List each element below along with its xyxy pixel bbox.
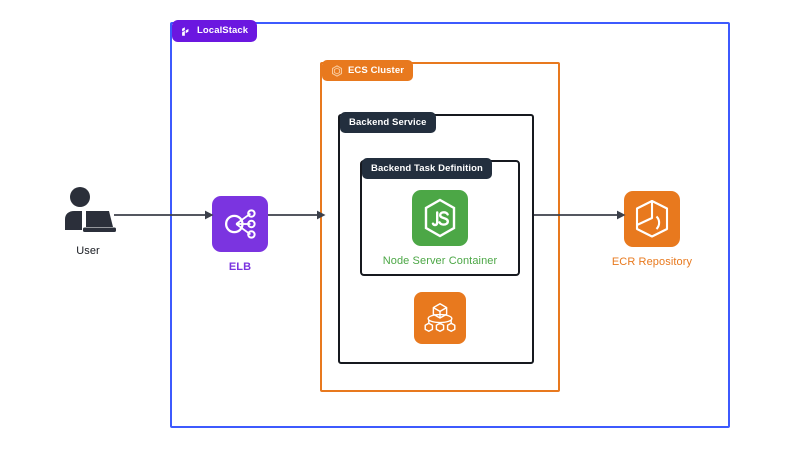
group-backend-service[interactable] [338, 114, 534, 364]
node-node-server-container[interactable]: Node Server Container [372, 190, 508, 267]
arrow-user-to-elb [114, 210, 214, 220]
node-node-server-container-label: Node Server Container [382, 255, 498, 267]
nodejs-js-hexagon-icon [412, 190, 468, 246]
node-ecs-task[interactable] [410, 292, 470, 344]
elastic-load-balancer-icon [212, 196, 268, 252]
group-localstack[interactable] [170, 22, 730, 428]
ecr-repository-cube-icon [624, 191, 680, 247]
node-ecr-repository[interactable]: ECR Repository [602, 191, 702, 268]
localstack-logo-icon [181, 26, 192, 37]
badge-ecs-cluster[interactable]: ECS Cluster [322, 60, 414, 81]
ecs-cluster-hexagon-icon [331, 64, 343, 77]
node-ecr-repository-label: ECR Repository [611, 256, 693, 268]
node-elb[interactable]: ELB [210, 196, 270, 273]
badge-ecs-cluster-label: ECS Cluster [348, 64, 405, 76]
node-elb-label: ELB [228, 261, 252, 273]
node-user-label: User [76, 245, 100, 257]
badge-backend-service[interactable]: Backend Service [340, 112, 436, 133]
arrow-elb-to-ecs-cluster [268, 210, 326, 220]
badge-backend-task-definition-label: Backend Task Definition [371, 162, 483, 174]
group-ecs-cluster[interactable] [320, 62, 560, 392]
ecs-task-cubes-icon [414, 292, 466, 344]
badge-backend-task-definition[interactable]: Backend Task Definition [362, 158, 492, 179]
user-at-laptop-icon [59, 186, 117, 236]
badge-localstack-label: LocalStack [197, 25, 249, 37]
arrow-backend-service-to-ecr [534, 210, 626, 220]
badge-localstack[interactable]: LocalStack [172, 20, 258, 42]
node-user[interactable]: User [38, 186, 138, 257]
badge-backend-service-label: Backend Service [349, 116, 427, 128]
